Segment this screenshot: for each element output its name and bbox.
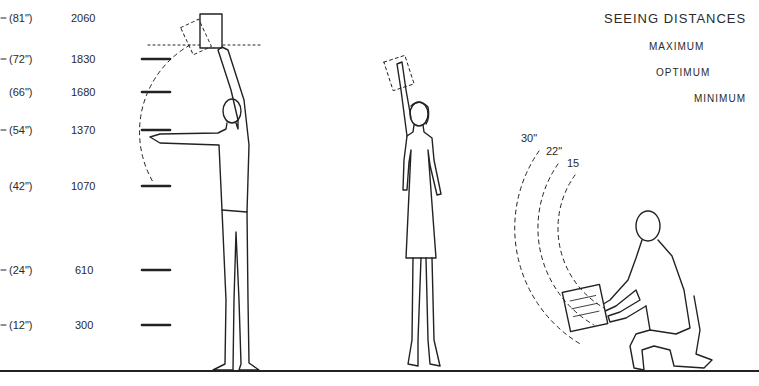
height-mm: 300: [74, 319, 94, 332]
distance-name: MINIMUM: [693, 92, 747, 105]
distance-value: 15: [566, 157, 580, 170]
scale-dashes: [1, 18, 6, 325]
kneeling-person: [600, 211, 712, 370]
standing-man: [150, 47, 259, 370]
distance-value: 22": [545, 145, 563, 158]
height-ticks: [142, 59, 170, 325]
height-mm: 1070: [70, 180, 96, 193]
ground-line: [0, 370, 759, 372]
distance-value: 30": [520, 132, 538, 145]
height-mm: 1680: [70, 86, 96, 99]
height-inches: (42"): [8, 180, 33, 193]
height-inches: (12"): [8, 319, 33, 332]
seeing-distance-arcs: [515, 151, 604, 345]
height-inches: (72"): [8, 53, 33, 66]
height-mm: 1370: [70, 124, 96, 137]
distance-name: MAXIMUM: [648, 40, 705, 53]
height-inches: (66"): [8, 86, 33, 99]
height-inches: (81"): [8, 12, 33, 25]
height-inches: (24"): [8, 264, 33, 277]
height-mm: 2060: [70, 12, 96, 25]
reach-arc: [140, 45, 190, 182]
title: SEEING DISTANCES: [604, 11, 746, 26]
height-inches: (54"): [8, 124, 33, 137]
height-mm: 1830: [70, 53, 96, 66]
height-mm: 610: [74, 264, 94, 277]
paper-ghost: [181, 19, 212, 55]
paper-sheet: [200, 14, 222, 48]
distance-name: OPTIMUM: [655, 66, 711, 79]
standing-woman: [397, 62, 441, 366]
paper-sheet: [562, 284, 607, 331]
